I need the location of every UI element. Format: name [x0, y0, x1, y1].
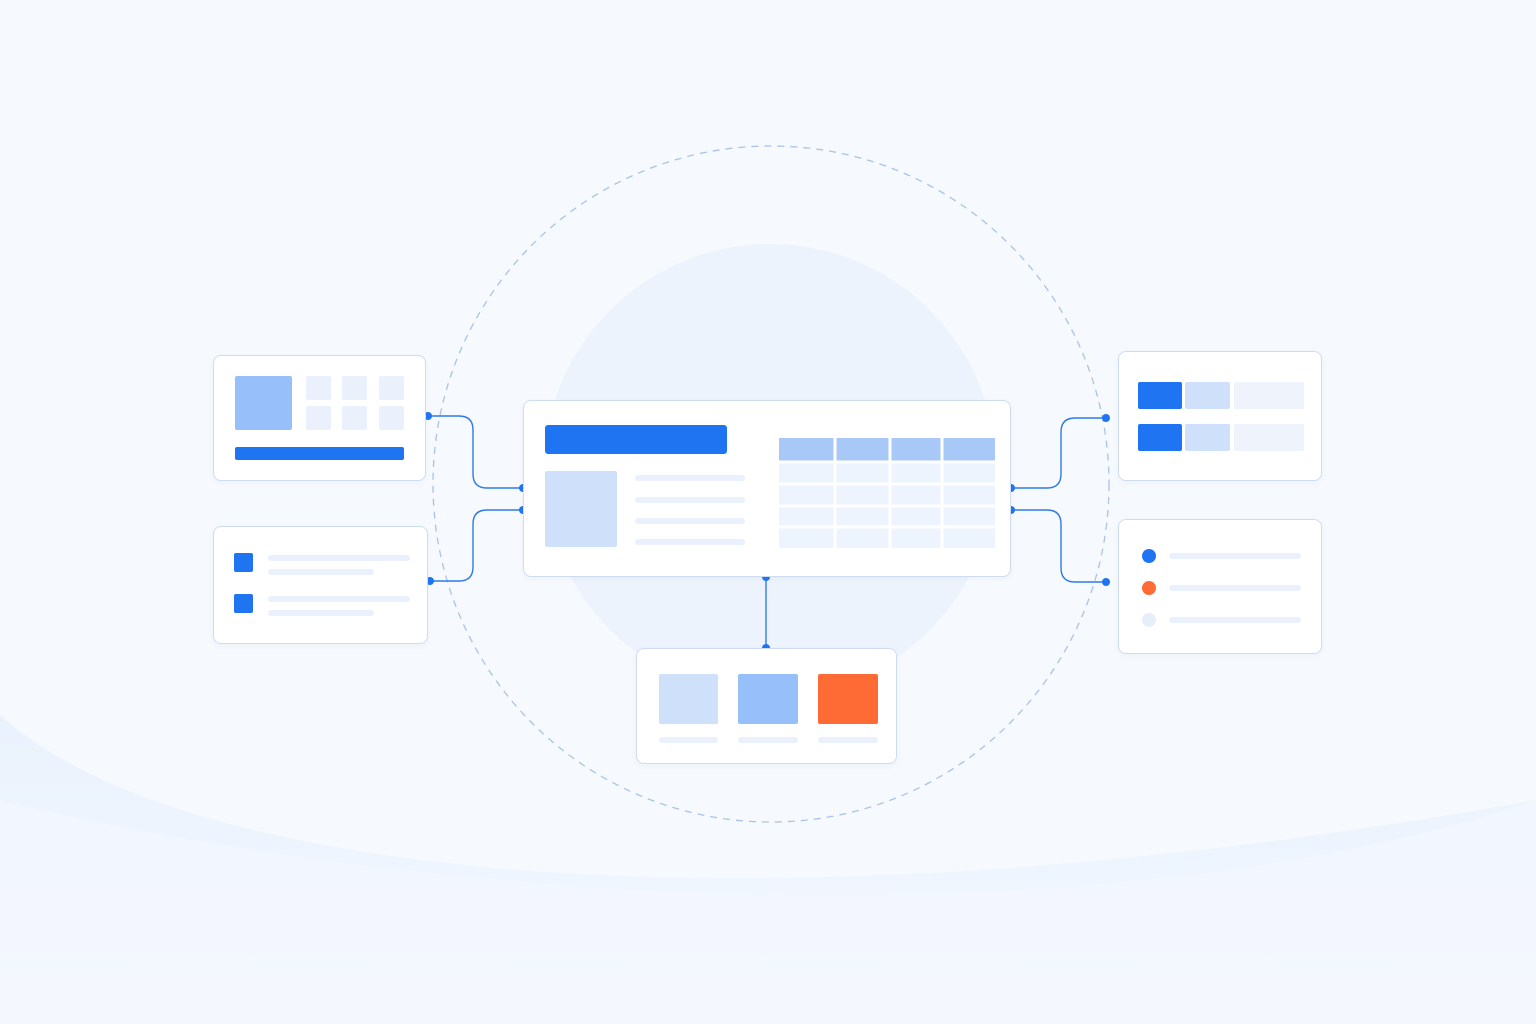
- dashboard-header-bar: [545, 425, 727, 454]
- dashboard-text-line: [635, 475, 745, 481]
- swatch-light-blue: [659, 674, 718, 724]
- checklist-card[interactable]: [213, 526, 428, 644]
- grid-cell: [379, 406, 404, 430]
- checklist-line: [268, 569, 374, 575]
- status-dot-pale-icon: [1142, 613, 1156, 627]
- dashboard-text-line: [635, 539, 745, 545]
- checklist-marker: [234, 594, 253, 613]
- swatch-card[interactable]: [636, 648, 897, 764]
- bar-table-cell-primary: [1138, 382, 1182, 409]
- dashboard-table: [779, 438, 995, 548]
- bar-table-cell-tertiary: [1234, 424, 1304, 451]
- grid-cell: [306, 376, 331, 400]
- table-header-row: [779, 438, 995, 462]
- swatch-label-line: [738, 737, 798, 743]
- dashboard-image-placeholder: [545, 471, 617, 547]
- swatch-orange: [818, 674, 878, 724]
- grid-card[interactable]: [213, 355, 426, 481]
- grid-cell: [306, 406, 331, 430]
- checklist-line: [268, 610, 374, 616]
- bar-table-card[interactable]: [1118, 351, 1322, 481]
- status-line: [1169, 585, 1301, 591]
- bar-table-cell-tertiary: [1234, 382, 1304, 409]
- bar-table-cell-secondary: [1185, 382, 1230, 409]
- bottom-wave-highlight: [0, 800, 1536, 1024]
- bar-table-cell-primary: [1138, 424, 1182, 451]
- status-list-card[interactable]: [1118, 519, 1322, 654]
- grid-card-bar: [235, 447, 404, 460]
- dashboard-text-line: [635, 518, 745, 524]
- dashboard-text-line: [635, 497, 745, 503]
- status-line: [1169, 553, 1301, 559]
- checklist-line: [268, 555, 410, 561]
- central-dashboard-card[interactable]: [523, 400, 1011, 577]
- bar-table-cell-secondary: [1185, 424, 1230, 451]
- swatch-label-line: [818, 737, 878, 743]
- checklist-line: [268, 596, 410, 602]
- grid-cell: [379, 376, 404, 400]
- swatch-label-line: [659, 737, 718, 743]
- grid-cell: [342, 406, 367, 430]
- checklist-marker: [234, 553, 253, 572]
- dashed-ring: [432, 145, 1110, 823]
- status-dot-blue-icon: [1142, 549, 1156, 563]
- grid-cell: [342, 376, 367, 400]
- status-line: [1169, 617, 1301, 623]
- swatch-mid-blue: [738, 674, 798, 724]
- status-dot-orange-icon: [1142, 581, 1156, 595]
- grid-card-thumbnail: [235, 376, 292, 430]
